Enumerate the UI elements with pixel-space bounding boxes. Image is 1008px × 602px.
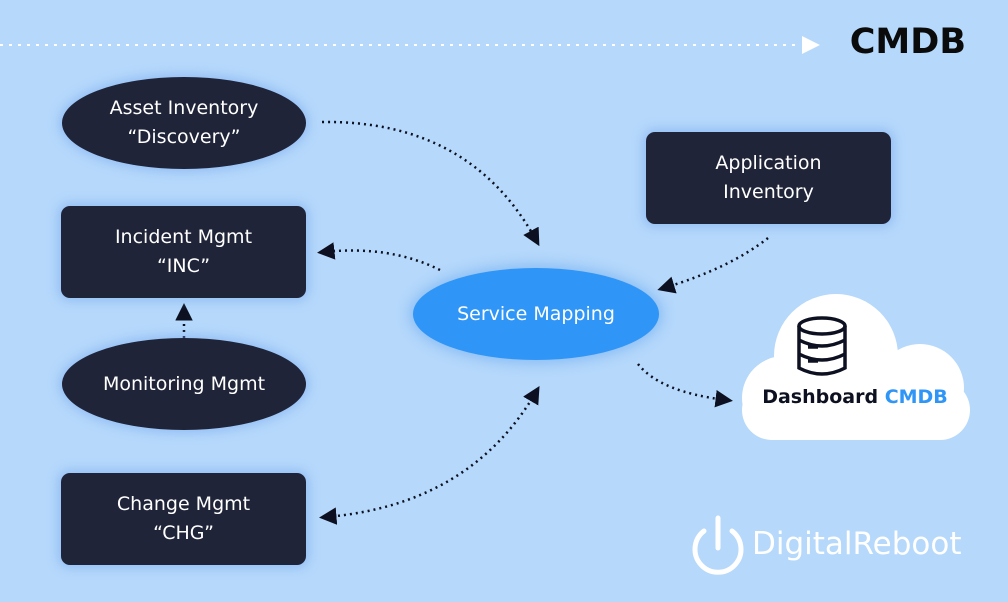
dashboard-text: Dashboard — [762, 386, 879, 408]
power-icon — [692, 515, 744, 575]
monitoring-mgmt-label: Monitoring Mgmt — [102, 372, 266, 395]
incident-mgmt-label: Incident Mgmt — [114, 226, 253, 248]
asset-inventory-sublabel: “Discovery” — [127, 126, 241, 148]
asset-inventory-node: Asset Inventory “Discovery” — [62, 77, 306, 169]
connector-service-to-dashboard — [637, 363, 733, 408]
service-mapping-label: Service Mapping — [457, 302, 615, 325]
application-inventory-label: Application — [715, 152, 822, 174]
incident-mgmt-node: Incident Mgmt “INC” — [61, 206, 306, 298]
asset-inventory-label: Asset Inventory — [109, 97, 259, 119]
dashboard-label: Dashboard CMDB — [740, 386, 970, 408]
database-icon — [797, 316, 847, 376]
connector-asset-to-service — [321, 120, 540, 247]
application-inventory-sublabel: Inventory — [723, 181, 814, 203]
brand-logo-text: DigitalReboot — [752, 526, 962, 562]
incident-mgmt-sublabel: “INC” — [156, 255, 211, 277]
page-title: CMDB — [849, 22, 966, 62]
service-mapping-node: Service Mapping — [413, 268, 659, 360]
change-mgmt-node: Change Mgmt “CHG” — [61, 473, 306, 565]
change-mgmt-sublabel: “CHG” — [153, 522, 214, 544]
connector-application-to-service — [657, 237, 769, 294]
connector-change-service — [319, 385, 540, 525]
connector-service-to-incident — [317, 242, 441, 272]
dashboard-accent: CMDB — [884, 386, 948, 408]
application-inventory-node: Application Inventory — [646, 132, 891, 224]
dashboard-cloud — [742, 294, 970, 440]
header-arrow-icon — [802, 36, 820, 54]
monitoring-mgmt-node: Monitoring Mgmt — [62, 338, 306, 430]
change-mgmt-label: Change Mgmt — [116, 493, 251, 515]
